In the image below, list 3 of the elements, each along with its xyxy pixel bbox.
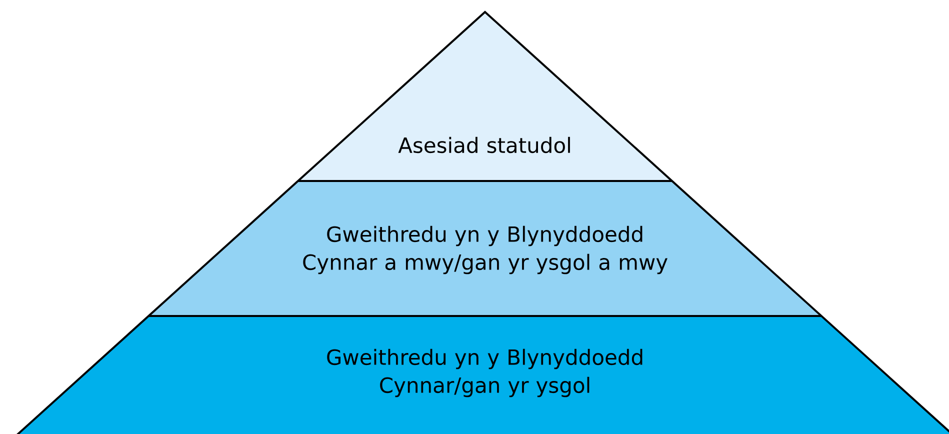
pyramid-tier: Gweithredu yn y Blynyddoedd Cynnar/gan yr ysgol (18, 316, 949, 434)
pyramid-tier: Asesiad statudol (298, 12, 672, 181)
pyramid-tier: Gweithredu yn y Blynyddoedd Cynnar a mwy/gan yr ysgol a mwy (148, 181, 822, 316)
